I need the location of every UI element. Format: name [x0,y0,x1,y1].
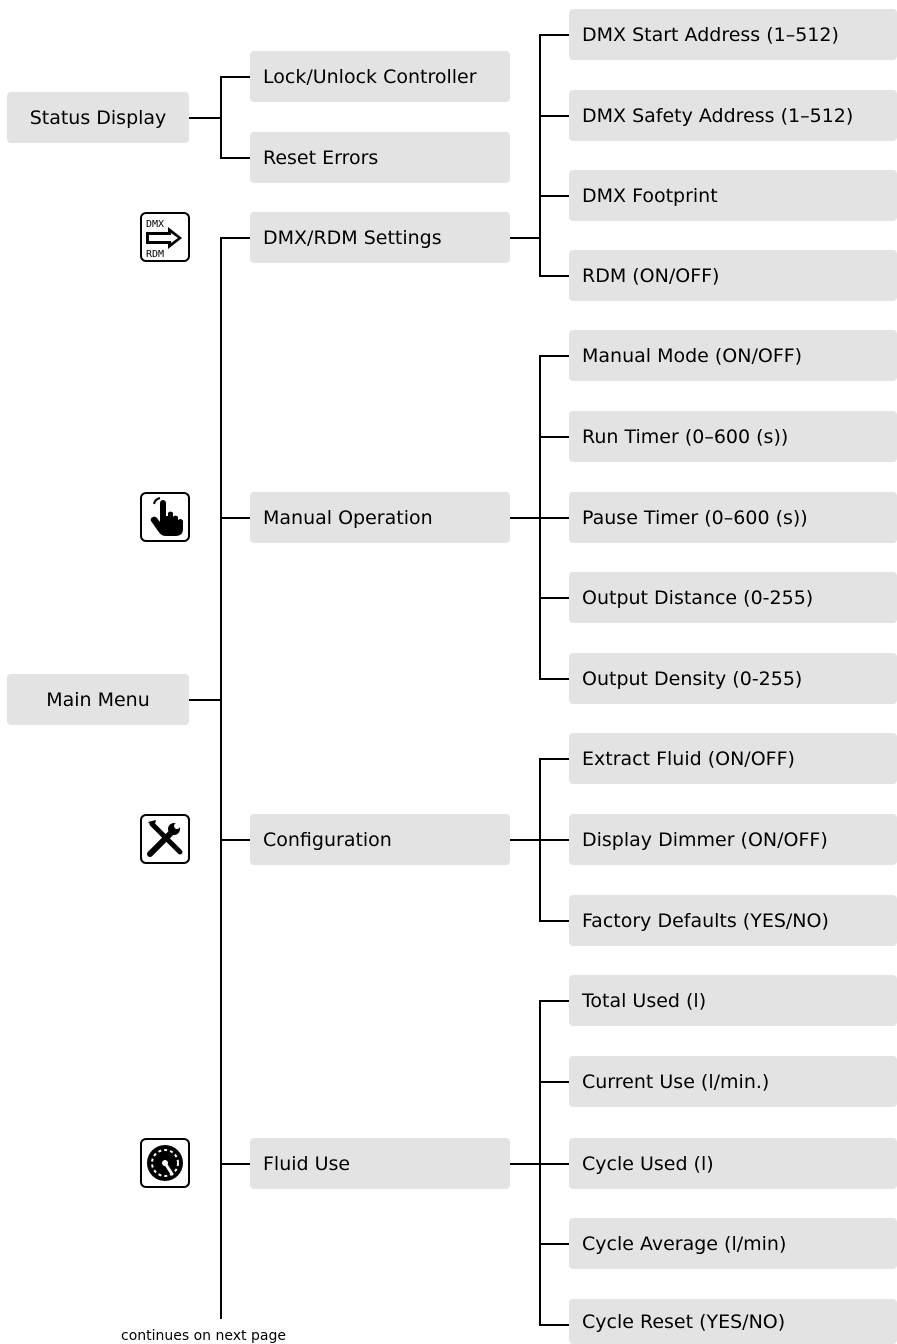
connector [539,1000,541,1325]
rdm-label: RDM (ON/OFF) [582,264,720,287]
connector [220,237,222,1319]
cycle-average-label: Cycle Average (l/min) [582,1232,787,1255]
connector [539,920,569,922]
pause-timer-label: Pause Timer (0–600 (s)) [582,506,808,529]
connector [539,1163,569,1165]
manual-operation-box: Manual Operation [250,492,510,543]
connector [539,34,569,36]
pause-timer-box: Pause Timer (0–600 (s)) [569,492,897,543]
cycle-reset-label: Cycle Reset (YES/NO) [582,1310,786,1333]
cycle-reset-box: Cycle Reset (YES/NO) [569,1299,897,1344]
extract-fluid-label: Extract Fluid (ON/OFF) [582,747,795,770]
icon-text-rdm: RDM [146,249,164,260]
fluid-use-box: Fluid Use [250,1138,510,1189]
connector [539,839,569,841]
current-use-box: Current Use (l/min.) [569,1056,897,1107]
tools-icon [140,814,190,864]
dmx-rdm-settings-label: DMX/RDM Settings [263,226,442,249]
run-timer-label: Run Timer (0–600 (s)) [582,425,789,448]
configuration-label: Configuration [263,828,392,851]
display-dimmer-label: Display Dimmer (ON/OFF) [582,828,828,851]
total-used-label: Total Used (l) [582,989,707,1012]
hand-pointer-icon [140,492,190,542]
connector [510,839,539,841]
gauge-icon [140,1138,190,1188]
connector [510,1163,539,1165]
connector [539,597,569,599]
connector [539,678,569,680]
dmx-footprint-label: DMX Footprint [582,184,718,207]
connector [539,436,569,438]
connector [189,699,220,701]
output-density-box: Output Density (0-255) [569,653,897,704]
main-menu-label: Main Menu [46,688,150,711]
connector [539,758,569,760]
total-used-box: Total Used (l) [569,975,897,1026]
fluid-use-label: Fluid Use [263,1152,351,1175]
connector [220,1163,250,1165]
cycle-used-label: Cycle Used (l) [582,1152,714,1175]
extract-fluid-box: Extract Fluid (ON/OFF) [569,733,897,784]
manual-operation-label: Manual Operation [263,506,433,529]
configuration-box: Configuration [250,814,510,865]
connector [539,1081,569,1083]
run-timer-box: Run Timer (0–600 (s)) [569,411,897,462]
connector [539,275,569,277]
connector [539,1324,569,1326]
connector [539,34,541,276]
display-dimmer-box: Display Dimmer (ON/OFF) [569,814,897,865]
icon-text-dmx: DMX [146,219,164,230]
lock-unlock-label: Lock/Unlock Controller [263,65,477,88]
factory-defaults-label: Factory Defaults (YES/NO) [582,909,829,932]
connector [539,1243,569,1245]
dmx-start-address-label: DMX Start Address (1–512) [582,23,839,46]
connector [220,517,250,519]
output-density-label: Output Density (0-255) [582,667,803,690]
manual-mode-label: Manual Mode (ON/OFF) [582,344,803,367]
rdm-box: RDM (ON/OFF) [569,250,897,301]
connector [510,237,539,239]
cycle-average-box: Cycle Average (l/min) [569,1218,897,1269]
connector [539,1000,569,1002]
dmx-footprint-box: DMX Footprint [569,170,897,221]
dmx-safety-address-box: DMX Safety Address (1–512) [569,90,897,141]
connector [220,237,250,239]
connector [539,115,569,117]
reset-errors-label: Reset Errors [263,146,379,169]
connector [220,157,250,159]
dmx-rdm-settings-box: DMX/RDM Settings [250,212,510,263]
connector [539,355,569,357]
cycle-used-box: Cycle Used (l) [569,1138,897,1189]
lock-unlock-box: Lock/Unlock Controller [250,51,510,102]
current-use-label: Current Use (l/min.) [582,1070,770,1093]
connector [539,195,569,197]
dmx-safety-address-label: DMX Safety Address (1–512) [582,104,854,127]
main-menu-box: Main Menu [7,674,189,725]
connector [539,517,569,519]
manual-mode-box: Manual Mode (ON/OFF) [569,330,897,381]
output-distance-box: Output Distance (0-255) [569,572,897,623]
status-display-box: Status Display [7,92,189,143]
connector [220,839,250,841]
connector [220,76,250,78]
continues-note: continues on next page [121,1328,286,1344]
dmx-start-address-box: DMX Start Address (1–512) [569,9,897,60]
connector [220,76,222,158]
connector [510,517,539,519]
output-distance-label: Output Distance (0-255) [582,586,814,609]
factory-defaults-box: Factory Defaults (YES/NO) [569,895,897,946]
connector [189,117,220,119]
reset-errors-box: Reset Errors [250,132,510,183]
status-display-label: Status Display [29,106,167,129]
dmx-rdm-icon: DMX RDM [140,212,190,262]
